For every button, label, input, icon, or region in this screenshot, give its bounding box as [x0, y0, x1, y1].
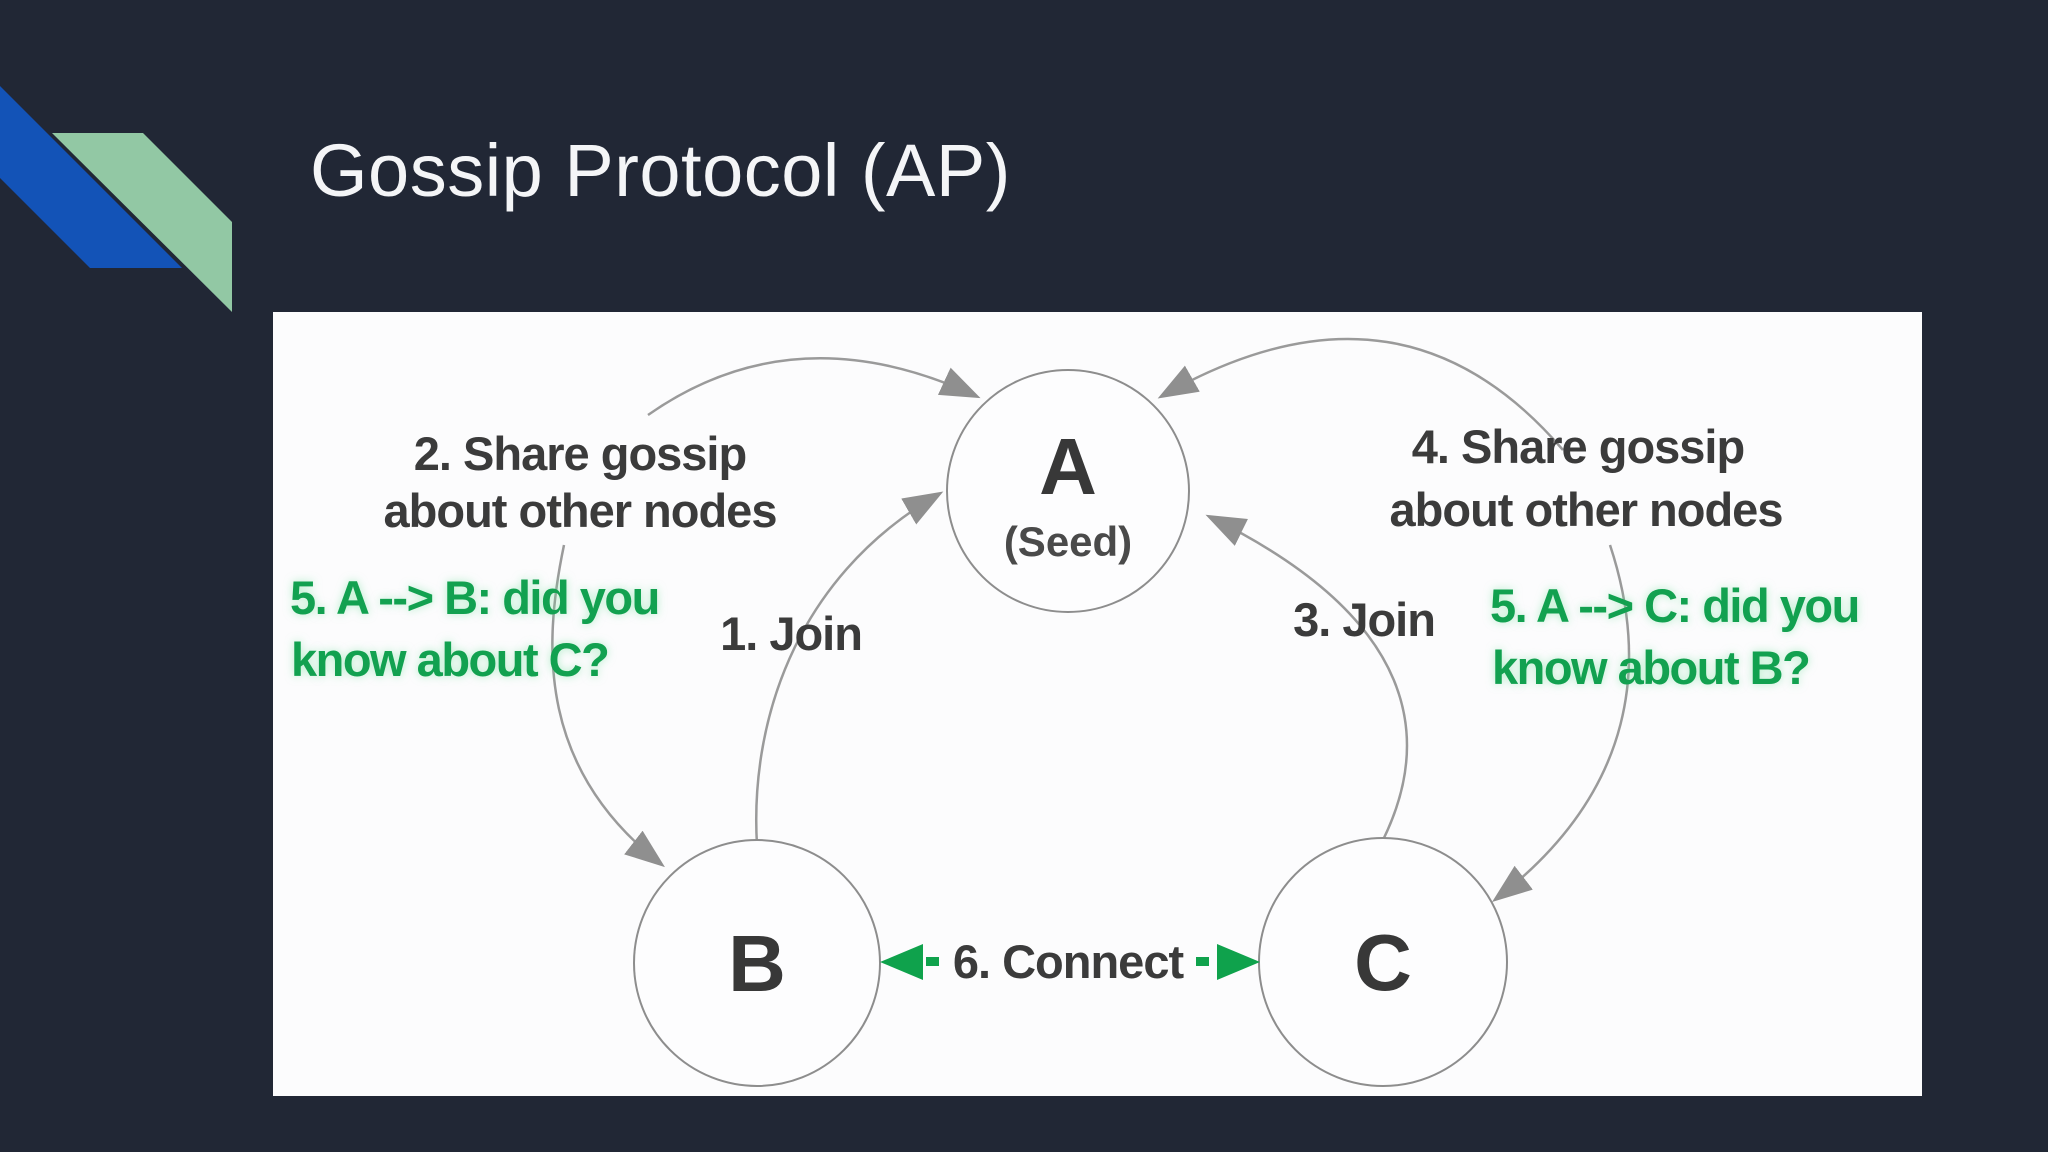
arrow-share-right-into-a [1157, 337, 1564, 451]
connect-dash-right [1196, 957, 1209, 966]
corner-accent-blue [0, 86, 182, 268]
node-c-label: C [1354, 918, 1412, 1007]
connect-arrowhead-left-icon [880, 944, 923, 980]
label-step5-left-line2: know about C? [291, 633, 608, 686]
gossip-protocol-diagram: A (Seed) B C 2. Share gossip about other… [290, 337, 1860, 1087]
label-step5-right-line2: know about B? [1492, 641, 1809, 694]
node-a-circle [946, 369, 1190, 613]
arrow-share-right-into-c [1492, 544, 1631, 903]
node-a-sublabel: (Seed) [1004, 518, 1132, 565]
label-step4-line1: 4. Share gossip [1412, 420, 1744, 473]
arrow-share-left-into-b [551, 544, 665, 868]
arrow-join-b-to-a [755, 491, 944, 846]
label-step6-connect: 6. Connect [953, 935, 1185, 988]
label-step5-left-line1: 5. A --> B: did you [290, 571, 659, 624]
node-a-label: A [1039, 422, 1097, 511]
diagram-panel: A (Seed) B C 2. Share gossip about other… [273, 312, 1922, 1096]
connect-dash-left [926, 957, 939, 966]
label-step1-join: 1. Join [720, 607, 862, 660]
node-b-circle [633, 839, 881, 1087]
corner-decoration [0, 86, 232, 312]
label-step5-right-line1: 5. A --> C: did you [1490, 579, 1859, 632]
corner-accent-green [52, 133, 232, 312]
label-step3-join: 3. Join [1293, 593, 1435, 646]
node-b-label: B [728, 919, 786, 1008]
label-step2-line1: 2. Share gossip [414, 427, 746, 480]
label-step4-line2: about other nodes [1390, 483, 1783, 536]
page-title: Gossip Protocol (AP) [310, 129, 1011, 212]
arrow-join-c-to-a [1205, 514, 1409, 841]
connect-arrowhead-right-icon [1217, 944, 1260, 980]
arrow-share-left-into-a [647, 357, 981, 417]
label-step2-line2: about other nodes [384, 484, 777, 537]
